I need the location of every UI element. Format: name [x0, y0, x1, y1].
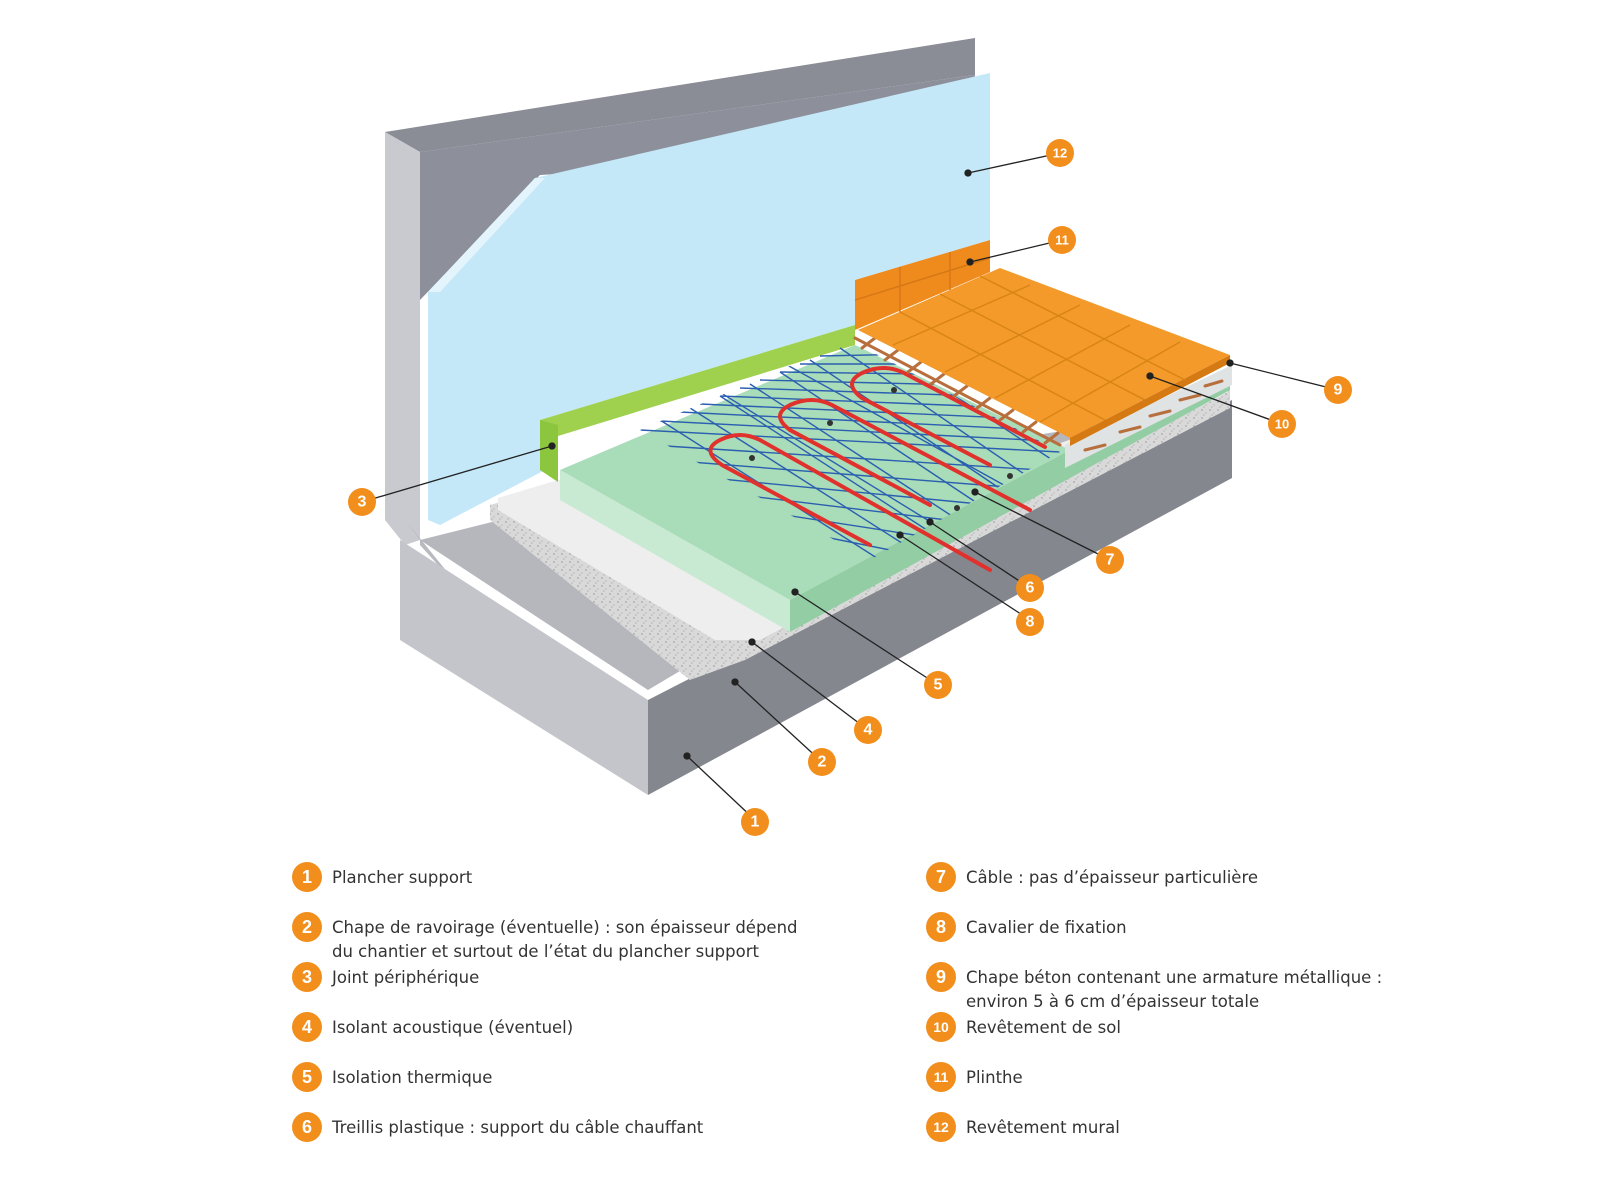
slab-front-face — [400, 540, 648, 795]
svg-text:1: 1 — [751, 814, 760, 831]
callout-7: 7 — [1096, 546, 1124, 574]
legend-item-3: 3 Joint périphérique — [292, 962, 812, 1010]
perimeter-joint — [540, 325, 855, 440]
callout-5: 5 — [924, 671, 952, 699]
legend-label: Treillis plastique : support du câble ch… — [332, 1118, 704, 1137]
svg-text:7: 7 — [1106, 552, 1115, 569]
legend-label: Plinthe — [966, 1068, 1023, 1087]
svg-text:4: 4 — [864, 722, 873, 739]
legend-item-10: 10 Revêtement de sol — [926, 1012, 1446, 1060]
svg-text:5: 5 — [934, 677, 943, 694]
legend-label: Isolation thermique — [332, 1068, 493, 1087]
callout-12: 12 — [1046, 139, 1074, 167]
legend-item-4: 4 Isolant acoustique (éventuel) — [292, 1012, 812, 1060]
callout-2: 2 — [808, 748, 836, 776]
legend-right-column: 7 Câble : pas d’épaisseur particulière 8… — [926, 862, 1446, 1162]
thermal-insulation-front — [560, 470, 790, 632]
legend-label: Câble : pas d’épaisseur particulière — [966, 868, 1259, 887]
legend-badge: 10 — [926, 1012, 956, 1042]
callout-8: 8 — [1016, 608, 1044, 636]
wall-covering — [428, 73, 990, 525]
wall-front-face — [385, 132, 420, 545]
skirting — [854, 240, 991, 330]
callout-leaders — [361, 152, 1339, 821]
callout-4: 4 — [854, 716, 882, 744]
slab-side-face — [648, 400, 1232, 795]
skirting-face — [855, 240, 990, 330]
legend-badge: 3 — [292, 962, 322, 992]
callout-1: 1 — [741, 808, 769, 836]
wall-covering-edge — [428, 178, 545, 292]
legend-item-7: 7 Câble : pas d’épaisseur particulière — [926, 862, 1446, 910]
tile-side-face — [1070, 355, 1230, 446]
legend-item-8: 8 Cavalier de fixation — [926, 912, 1446, 960]
legend-item-1: 1 Plancher support — [292, 862, 812, 910]
legend-item-9: 9 Chape béton contenant une armature mét… — [926, 962, 1446, 1011]
perimeter-joint-front — [540, 420, 558, 482]
legend-label: Joint périphérique — [332, 968, 480, 987]
legend-item-6: 6 Treillis plastique : support du câble … — [292, 1112, 812, 1160]
legend-badge: 7 — [926, 862, 956, 892]
legend-item-2: 2 Chape de ravoirage (éventuelle) : son … — [292, 912, 812, 961]
callout-9: 9 — [1324, 376, 1352, 404]
callout-3: 3 — [348, 488, 376, 516]
callout-badges: 1 2 3 4 5 6 7 8 9 10 11 12 — [348, 139, 1352, 836]
legend-label: Revêtement mural — [966, 1118, 1120, 1137]
legend-label: Cavalier de fixation — [966, 918, 1127, 937]
legend-badge: 9 — [926, 962, 956, 992]
legend-badge: 1 — [292, 862, 322, 892]
svg-text:12: 12 — [1053, 146, 1067, 161]
wall-top-face — [385, 38, 975, 152]
floor-heating-diagram: 1 2 3 4 5 6 7 8 9 10 11 12 — [348, 38, 1352, 836]
svg-text:9: 9 — [1334, 382, 1343, 399]
legend-badge: 11 — [926, 1062, 956, 1092]
legend-badge: 6 — [292, 1112, 322, 1142]
svg-text:8: 8 — [1026, 614, 1035, 631]
legend-badge: 2 — [292, 912, 322, 942]
svg-text:6: 6 — [1026, 580, 1035, 597]
callout-10: 10 — [1268, 410, 1296, 438]
legend-left-column: 1 Plancher support 2 Chape de ravoirage … — [292, 862, 812, 1162]
legend-item-5: 5 Isolation thermique — [292, 1062, 812, 1110]
legend-label: Isolant acoustique (éventuel) — [332, 1018, 574, 1037]
callout-11: 11 — [1048, 226, 1076, 254]
svg-text:10: 10 — [1275, 417, 1289, 432]
legend-badge: 8 — [926, 912, 956, 942]
legend-badge: 4 — [292, 1012, 322, 1042]
callout-6: 6 — [1016, 574, 1044, 602]
heating-cable — [708, 366, 1047, 572]
legend-badge: 5 — [292, 1062, 322, 1092]
legend-item-11: 11 Plinthe — [926, 1062, 1446, 1110]
legend-label: Chape de ravoirage (éventuelle) : son ép… — [332, 918, 798, 961]
svg-text:2: 2 — [818, 754, 827, 771]
legend-badge: 12 — [926, 1112, 956, 1142]
svg-text:11: 11 — [1055, 233, 1069, 248]
svg-text:3: 3 — [358, 494, 367, 511]
floor-covering — [858, 268, 1230, 446]
legend-label: Plancher support — [332, 868, 473, 887]
legend-item-12: 12 Revêtement mural — [926, 1112, 1446, 1160]
legend-label: Chape béton contenant une armature métal… — [966, 968, 1383, 1011]
legend-label: Revêtement de sol — [966, 1018, 1121, 1037]
